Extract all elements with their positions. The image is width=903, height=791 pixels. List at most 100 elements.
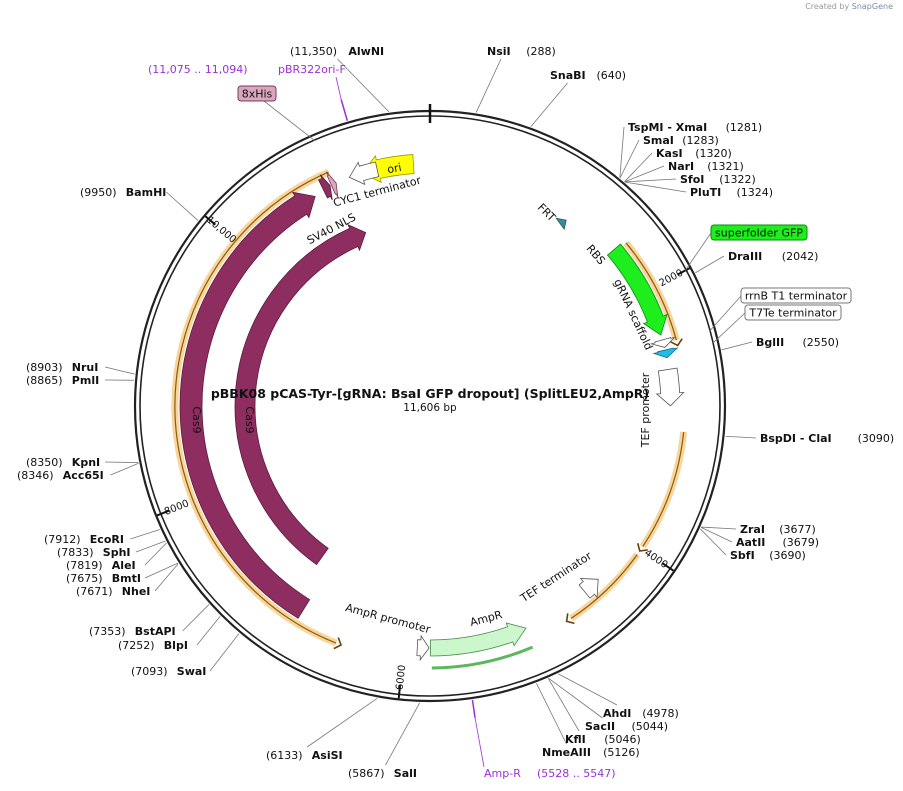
feature-label-sfgfp: superfolder GFP (715, 227, 803, 240)
site-swai: (7093) SwaI (131, 665, 206, 678)
site-smai: SmaI(1283) (643, 134, 719, 147)
t7te-terminator-box (744, 304, 842, 321)
site-name: SwaI (177, 665, 207, 678)
site-pluti: PluTI (1324) (690, 186, 773, 199)
leader-layer (104, 58, 757, 768)
site-leader (130, 529, 161, 540)
feature-label-amprp: AmpR promoter (344, 601, 432, 636)
tick-label: 6000 (395, 664, 409, 690)
feature-label-frt: FRT (535, 201, 558, 224)
site-aatii: AatII (3679) (736, 536, 819, 549)
site-position: (7252) (118, 639, 155, 652)
feature-label-ori: ori (386, 161, 402, 176)
site-draiii: DraIII(2042) (728, 250, 818, 263)
orf-line (642, 431, 685, 547)
site-name: ZraI (740, 523, 765, 536)
feature-layer (179, 99, 685, 718)
primer-pbr322ori-f-mark (340, 99, 349, 121)
site-position: (1281) (726, 121, 763, 134)
site-leader (530, 82, 568, 127)
site-name: NarI (668, 160, 694, 173)
site-position: (7093) (131, 665, 168, 678)
site-position: (5867) (348, 767, 385, 780)
site-leader (624, 165, 665, 183)
tick-mark (156, 509, 170, 517)
orf-highlight (639, 431, 688, 549)
site-nsii: NsiI(288) (487, 45, 556, 58)
site-name: BmtI (112, 572, 141, 585)
feature-leader (708, 295, 742, 332)
site-name: AlwNI (348, 45, 384, 58)
site-position: (7675) (66, 572, 103, 585)
site-kpni: (8350)KpnI (26, 456, 100, 469)
primer-leader (474, 717, 485, 768)
site-leader (385, 702, 421, 766)
orf-arrowhead (333, 637, 343, 650)
primer-range: (5528 .. 5547) (537, 767, 616, 780)
tef-terminator-arrow (578, 578, 599, 599)
site-position: (3677) (779, 523, 816, 536)
site-bstapi: (7353)BstAPI (89, 625, 176, 638)
site-name: KflI (565, 733, 586, 746)
tick-mark (204, 215, 216, 226)
site-position: (1324) (737, 186, 774, 199)
plasmid-size: 11,606 bp (403, 402, 457, 414)
site-name: SnaBI (550, 69, 586, 82)
site-name: PluTI (690, 186, 721, 199)
site-leader (725, 435, 757, 439)
site-leader (104, 366, 135, 375)
site-snabi: SnaBI(640) (550, 69, 626, 82)
tick-mark (677, 267, 691, 276)
site-position: (6133) (266, 749, 303, 762)
site-leader (154, 563, 179, 592)
site-acc65i: (8346)Acc65I (17, 469, 104, 482)
site-name: SalI (394, 767, 417, 780)
site-leader (475, 58, 502, 113)
feature-label-cas9a: Cas9 (190, 406, 203, 433)
site-sali: (5867) SalI (348, 767, 417, 780)
site-leader (700, 526, 733, 543)
primer-range: (11,075 .. 11,094) (148, 63, 248, 76)
site-name: BspDI - ClaI (760, 432, 832, 445)
site-position: (1322) (719, 173, 756, 186)
site-kfli: KflI(5046) (565, 733, 641, 746)
site-nhei: (7671)NheI (76, 585, 150, 598)
site-leader (548, 677, 603, 719)
site-tspmi-xmai: TspMI - XmaI(1281) (628, 121, 762, 134)
orf-arrowhead (636, 543, 648, 552)
site-ecori: (7912)EcoRI (44, 533, 124, 546)
site-position: (7912) (44, 533, 81, 546)
feature-leader (263, 100, 316, 142)
site-leader (695, 255, 725, 274)
ampr-promoter-arrow (416, 634, 430, 662)
site-alei: (7819)AleI (66, 559, 136, 572)
site-bamhi: (9950)BamHI (80, 186, 166, 199)
his-tag-mark (326, 171, 339, 198)
site-name: BglII (756, 336, 784, 349)
site-name: NmeAIII (542, 746, 591, 759)
site-name: AatII (736, 536, 765, 549)
tick-mark (397, 685, 402, 699)
site-bspdi-clai: BspDI - ClaI(3090) (760, 432, 894, 445)
site-name: NruI (72, 361, 99, 374)
site-position: (3679) (783, 536, 820, 549)
feature-label-ampr: AmpR (469, 608, 504, 629)
site-position: (9950) (80, 186, 117, 199)
site-position: (2550) (803, 336, 840, 349)
site-leader (306, 697, 378, 748)
site-position: (1283) (682, 134, 719, 147)
site-position: (1321) (707, 160, 744, 173)
site-leader (166, 191, 199, 221)
site-position: (8865) (26, 374, 63, 387)
site-name: AhdI (603, 707, 631, 720)
orf-layer (171, 168, 688, 650)
site-leader (558, 673, 618, 706)
site-position: (2042) (782, 250, 819, 263)
site-leader (624, 152, 653, 182)
site-nrui: (8903)NruI (26, 361, 98, 374)
site-bglii: BglII (2550) (756, 336, 839, 349)
sv40-nls-mark (318, 174, 333, 201)
primer-pbr322ori-f: (11,075 .. 11,094)pBR322ori-F (148, 63, 346, 76)
his-tag-box (237, 85, 277, 102)
